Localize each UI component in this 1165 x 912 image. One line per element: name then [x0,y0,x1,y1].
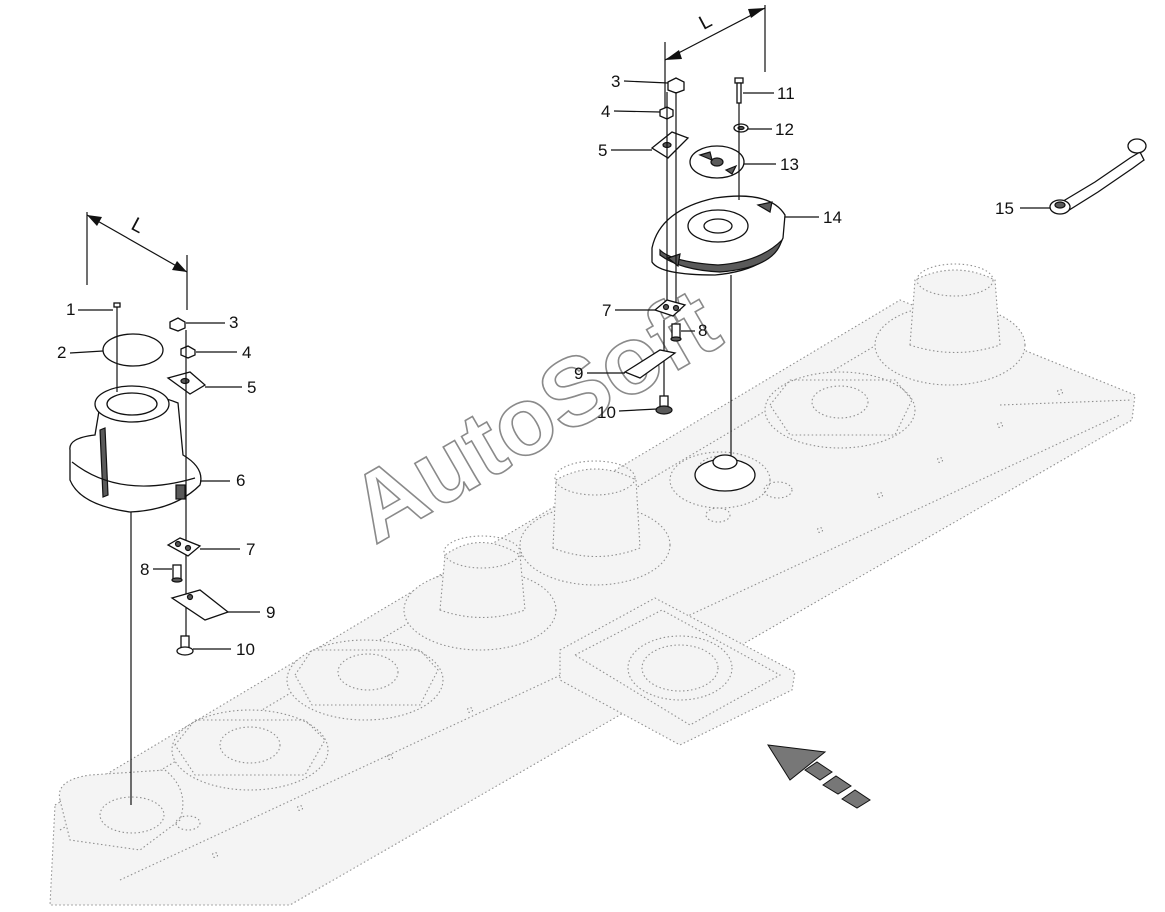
callout-left-5: 5 [247,378,256,397]
callout-right-8: 8 [698,321,707,340]
callout-right-14: 14 [823,208,842,227]
callout-left-9: 9 [266,603,275,622]
callout-right-13: 13 [780,155,799,174]
callout-leader-right-4 [613,110,661,113]
callout-left-4: 4 [242,343,251,362]
callout-left-6: 6 [236,471,245,490]
blade-9 [170,589,230,621]
hub-right [694,454,756,492]
callout-right-15: 15 [995,199,1014,218]
dimension-label: L [696,10,716,35]
bolt-8 [670,323,682,342]
callout-right-12: 12 [775,120,794,139]
disc-2 [286,639,444,721]
callout-leader-right-3 [623,80,669,84]
direction-arrow-icon [767,744,871,809]
callout-right-11: 11 [777,84,795,103]
cap-13 [689,145,745,179]
end-hub [58,769,201,851]
bolt-10 [655,395,673,415]
left-assembly: L [69,212,230,805]
callout-leader-right-10 [618,408,658,412]
bolt-10 [176,635,194,656]
disc-7 [874,263,1026,386]
nut-3 [667,77,685,94]
callout-right-4: 4 [601,102,610,121]
holder-5 [650,131,690,159]
nut-3 [169,317,186,332]
cutter-bar [49,263,1136,906]
bolt-1 [113,302,121,322]
callout-left-10: 10 [236,640,255,659]
callout-left-7: 7 [246,540,255,559]
callout-left-3: 3 [229,313,238,332]
callout-left-1: 1 [66,300,75,319]
callout-right-10: 10 [597,403,616,422]
bolt-8 [171,564,183,583]
dimension-l-right: L [664,5,766,112]
washer-4 [180,345,196,359]
disc-4 [519,460,671,586]
disc-14 [651,195,786,276]
drum-housing [69,385,202,513]
dimension-l-left: L [86,212,188,310]
disc-1 [171,709,329,791]
callout-leader-left-2 [69,350,104,354]
callout-right-3: 3 [611,72,620,91]
plate-7 [166,537,202,557]
blade-9 [623,349,677,379]
callout-right-5: 5 [598,141,607,160]
plate-7 [653,299,687,317]
wrench-icon [1049,138,1147,215]
callout-right-7: 7 [602,301,611,320]
disc-3 [403,535,557,651]
callout-left-8: 8 [140,560,149,579]
right-assembly: L [623,5,786,492]
dimension-label: L [128,213,148,238]
cover-plate [102,333,164,367]
disc-6 [764,371,916,449]
callout-left-2: 2 [57,343,66,362]
callout-right-9: 9 [574,364,583,383]
bolt-11 [734,77,744,104]
